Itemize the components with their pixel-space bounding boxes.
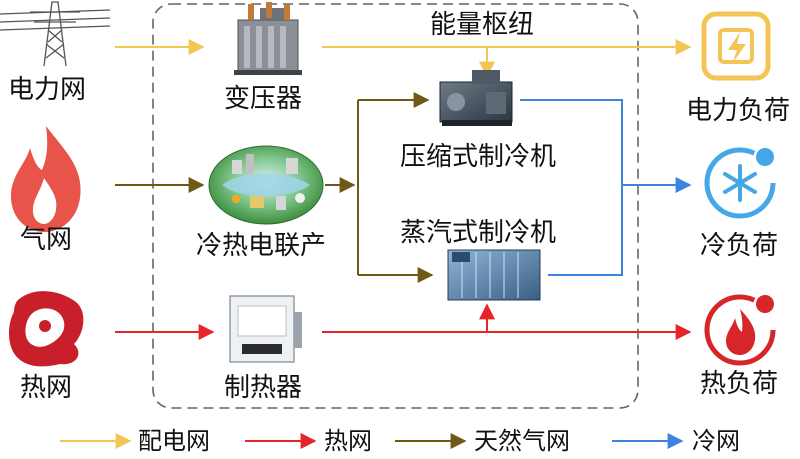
legend-power-label: 配电网 [138,427,210,455]
legend-heat-label: 热网 [324,427,372,455]
flame-icon [10,126,81,232]
chp-globe-icon [208,145,324,225]
input-power-grid-label: 电力网 [8,75,87,105]
electric-load-label: 电力负荷 [686,96,791,126]
heat-blob-icon [9,291,84,367]
chiller-icon [447,249,541,301]
chp-label: 冷热电联产 [196,231,327,261]
input-heat-grid-label: 热网 [20,373,73,403]
snowflake-icon [704,147,776,219]
absorption-chiller-label: 蒸汽式制冷机 [400,218,557,248]
legend-cold-label: 冷网 [692,427,740,455]
energy-hub-title: 能量枢纽 [430,10,535,40]
heater-icon [229,295,302,363]
transformer-icon [234,2,302,75]
fire-icon [704,294,776,366]
energy-hub-boundary [152,3,639,409]
cooling-load-label: 冷负荷 [700,231,779,261]
compression-chiller-label: 压缩式制冷机 [400,142,557,172]
chiller-icon [439,70,513,126]
heat-load-label: 热负荷 [700,369,779,399]
legend-gas-label: 天然气网 [474,427,570,455]
cold-flow-collector [520,99,623,276]
heater-label: 制热器 [224,373,303,403]
transformer-label: 变压器 [224,84,303,114]
transmission-tower-icon [0,1,111,67]
lightning-icon [701,11,771,81]
input-gas-grid-label: 气网 [20,225,73,255]
